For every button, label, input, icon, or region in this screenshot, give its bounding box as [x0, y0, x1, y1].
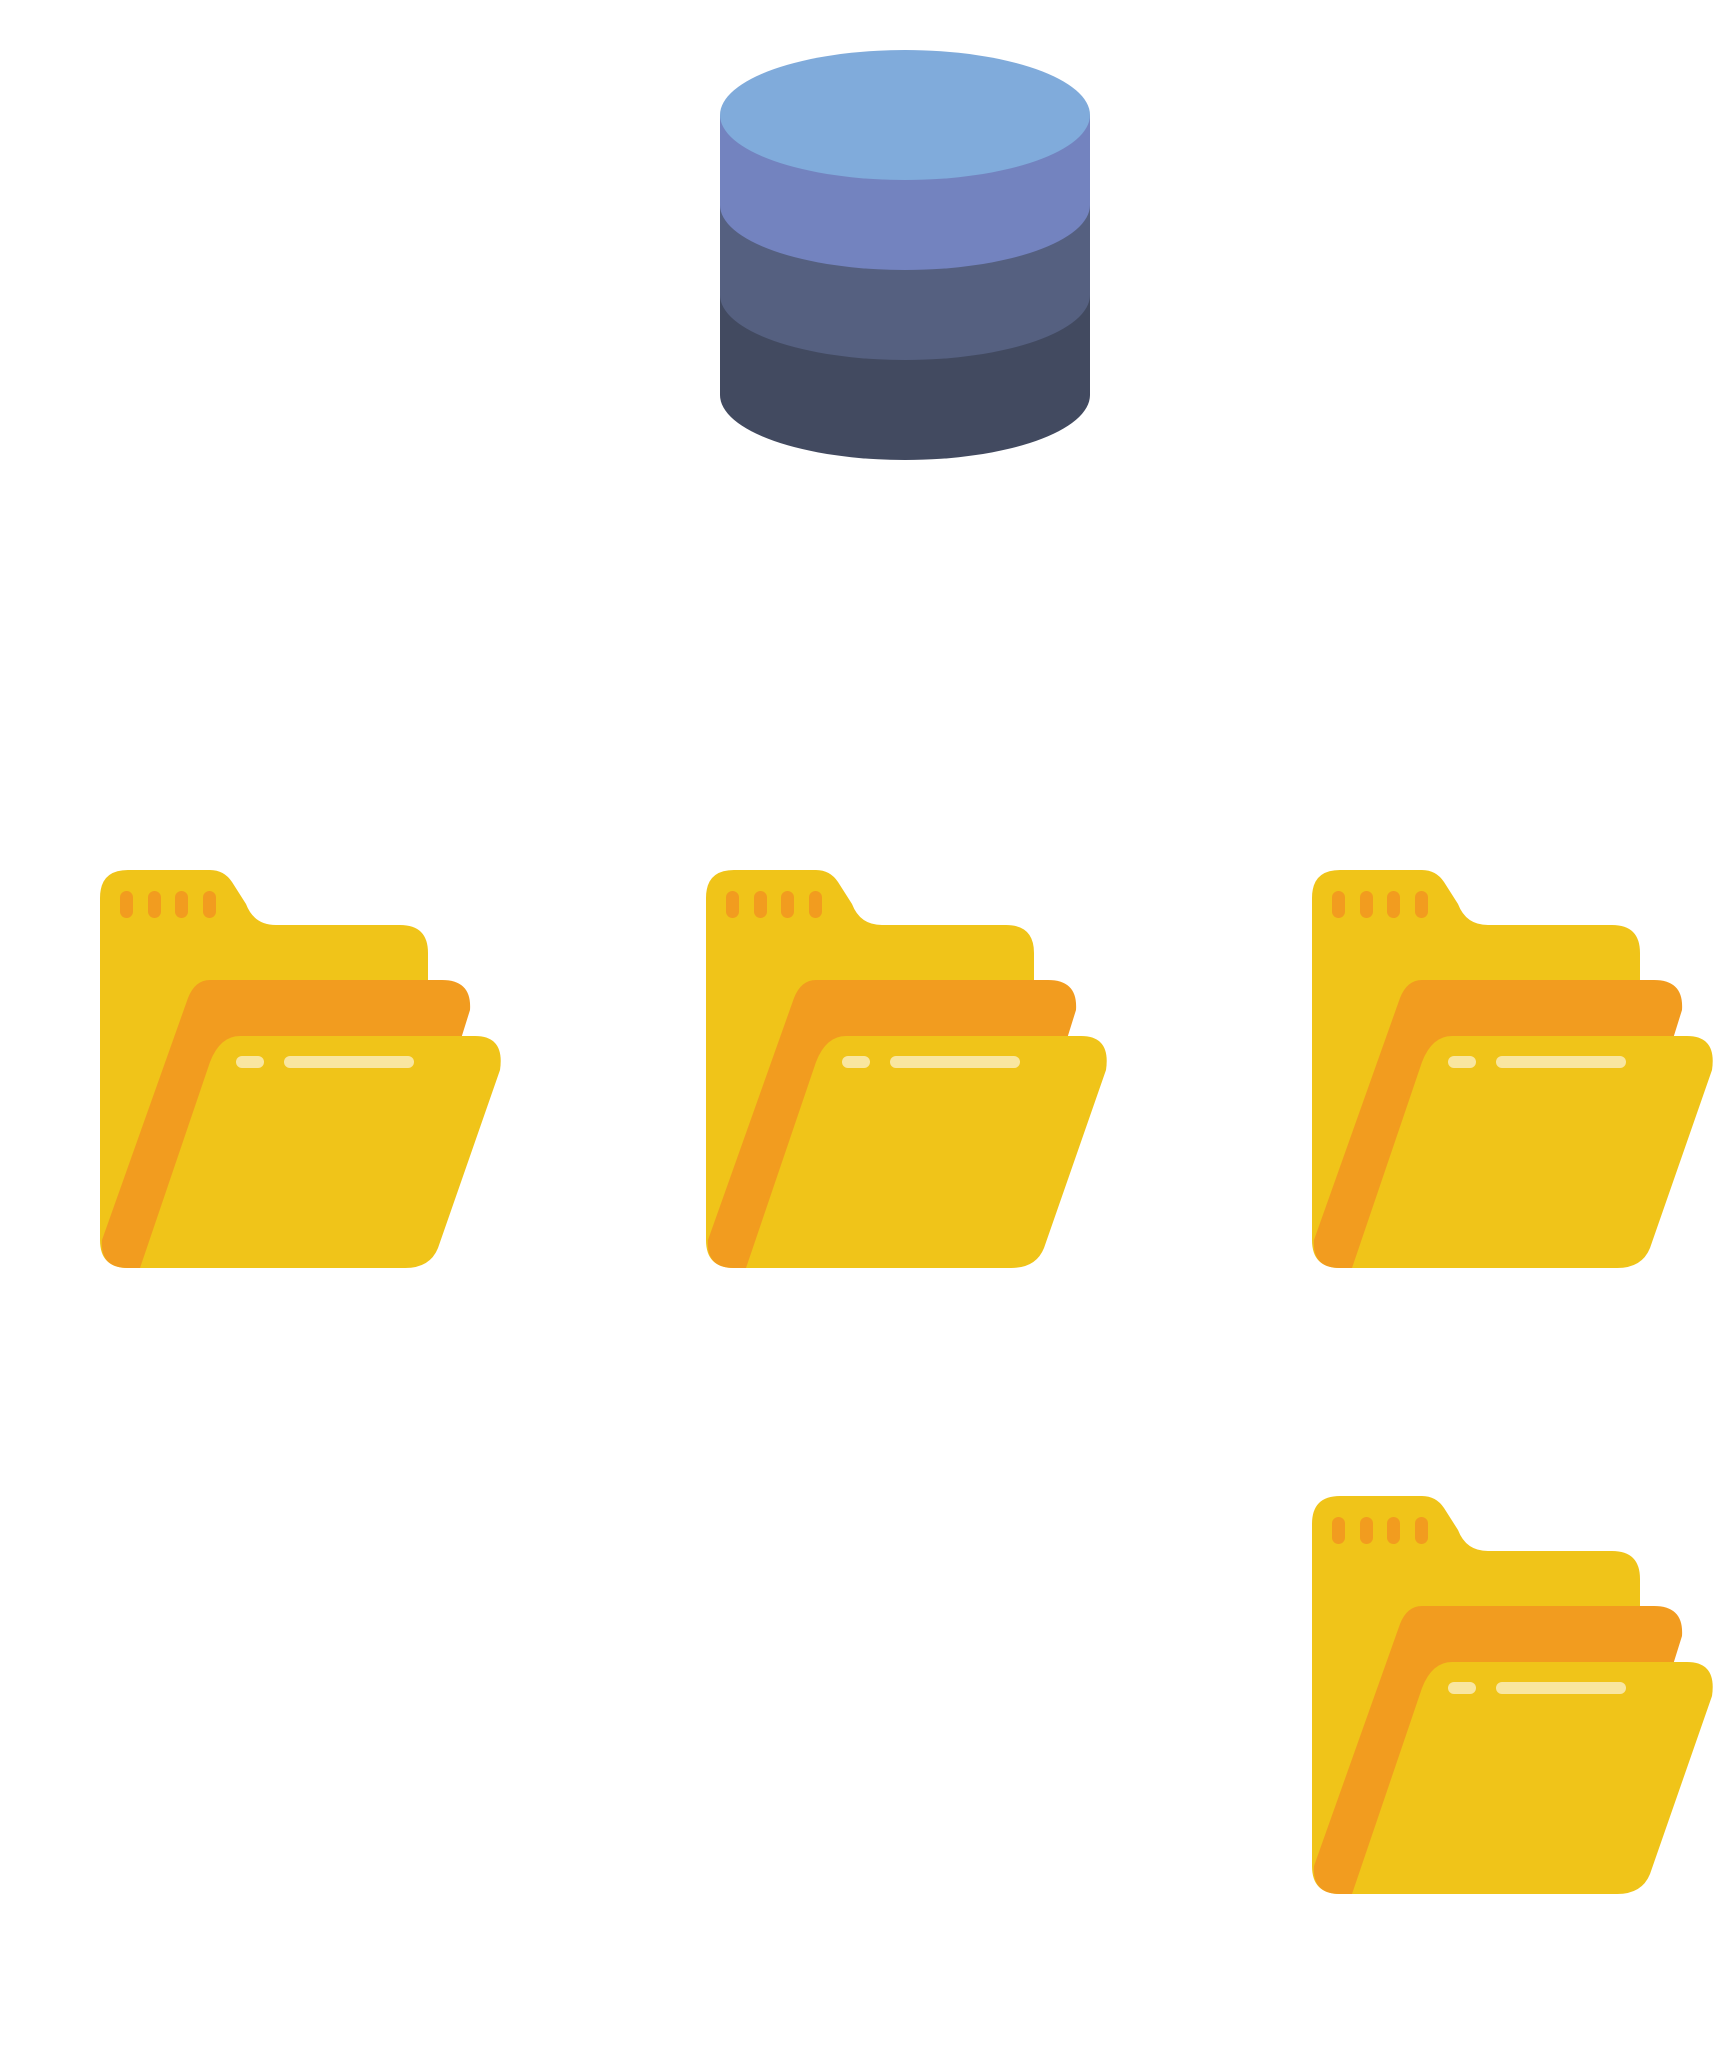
folder-node-3: [1312, 870, 1716, 1274]
folder-node-1: [100, 870, 504, 1274]
open-folder-icon: [100, 870, 501, 1268]
database-icon: [720, 50, 1090, 460]
open-folder-icon: [1312, 1496, 1713, 1894]
database-layer-1: [720, 50, 1090, 180]
open-folder-icon: [706, 870, 1107, 1268]
folder-node-2: [706, 870, 1110, 1274]
open-folder-icon: [1312, 870, 1713, 1268]
database-node: [720, 50, 1090, 460]
folder-node-4: [1312, 1496, 1716, 1900]
